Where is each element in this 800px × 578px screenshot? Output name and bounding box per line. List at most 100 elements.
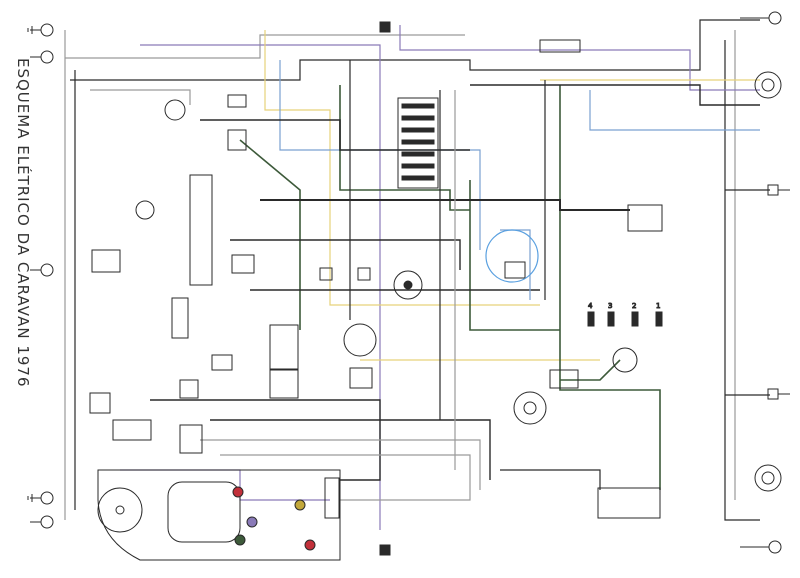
wire-yellow-1	[264, 30, 540, 306]
relay	[539, 39, 581, 53]
lamp-icon	[30, 515, 54, 529]
lamp-icon	[30, 263, 54, 277]
lamp-icon	[740, 540, 782, 554]
gauge-panel	[167, 481, 241, 543]
switch	[379, 544, 391, 556]
fuse	[401, 139, 435, 145]
ignition-switch	[164, 99, 186, 121]
spark-plug	[587, 311, 595, 327]
warning-light	[294, 499, 306, 511]
alternator-icon	[343, 323, 377, 357]
wire-green-4	[469, 180, 560, 331]
fuse	[401, 115, 435, 121]
connector	[324, 477, 340, 519]
distributor-icon	[612, 347, 638, 373]
cylinder-label: 3	[608, 302, 612, 310]
corner-lamps	[27, 11, 790, 554]
wire-green-3	[239, 139, 301, 330]
fuse-box-frame	[397, 97, 439, 189]
fuse	[401, 103, 435, 109]
relay	[231, 254, 255, 274]
fan-icon	[393, 270, 423, 300]
relay	[319, 267, 333, 281]
spark-plugs: 4 3 2 1	[587, 302, 663, 327]
coil	[549, 369, 579, 389]
components	[89, 21, 663, 556]
wire-gray-mid	[90, 89, 191, 105]
wire-black-mid6	[210, 419, 491, 480]
relay	[179, 379, 199, 399]
headlight-icon	[754, 71, 782, 99]
wire-black-mid3	[230, 239, 461, 270]
wiper-motor	[189, 174, 213, 286]
cylinder-label: 4	[588, 302, 593, 310]
fuse	[401, 175, 435, 181]
wire-gray-top	[65, 34, 465, 59]
warning-light	[232, 486, 244, 498]
relay	[269, 324, 299, 370]
wire-black-bat	[500, 469, 601, 490]
relay	[357, 267, 371, 281]
ground-icon	[27, 26, 33, 34]
horn-icon	[767, 184, 790, 196]
lamp-icon	[30, 50, 54, 64]
cylinder-label: 1	[656, 302, 660, 310]
fuse	[401, 151, 435, 157]
spark-plug	[655, 311, 663, 327]
ground-icon	[27, 494, 33, 502]
relay	[504, 261, 526, 279]
relay	[89, 392, 111, 414]
wire-green-1	[339, 85, 470, 211]
fan-icon	[403, 280, 413, 290]
wire-black-mid2	[260, 199, 630, 211]
spark-plug	[607, 311, 615, 327]
cylinder-label: 2	[632, 302, 636, 310]
relay	[349, 367, 373, 389]
relay	[269, 369, 299, 399]
relay	[227, 94, 247, 108]
cluster-outline	[97, 469, 341, 561]
wire-purple-bottom	[120, 469, 330, 501]
wire-blue-2	[589, 90, 760, 131]
motor	[627, 204, 663, 232]
spark-plug	[631, 311, 639, 327]
lamp-icon	[740, 11, 782, 25]
warning-light	[304, 539, 316, 551]
switch	[379, 21, 391, 33]
speedometer	[97, 487, 143, 533]
relay	[227, 129, 247, 151]
relay	[91, 249, 121, 273]
sensor-circle	[485, 229, 539, 283]
lamp-icon	[30, 23, 54, 37]
diagram-title: ESQUEMA ELÉTRICO DA CARAVAN 1976	[14, 58, 32, 388]
lamp-icon	[30, 491, 54, 505]
instrument-cluster	[97, 469, 341, 561]
wire-green-coil	[560, 359, 621, 381]
ignition-switch	[135, 200, 155, 220]
wire-black-mid1	[200, 119, 470, 151]
starter-icon	[513, 391, 547, 425]
wire-harness	[64, 19, 770, 530]
horn-icon	[767, 388, 790, 400]
relay	[112, 419, 152, 441]
speedometer	[115, 505, 125, 515]
wire-black-mid7	[470, 84, 760, 106]
headlight-icon	[754, 464, 782, 492]
starter-icon	[523, 401, 537, 415]
wire-gray-bottom2	[220, 454, 471, 501]
wire-purple-right	[399, 25, 760, 91]
warning-light	[234, 534, 246, 546]
fuse	[401, 163, 435, 169]
fuse-box	[397, 97, 439, 189]
wire-gray-bottom1	[200, 439, 481, 490]
wire-black-top	[70, 19, 760, 81]
relay	[211, 354, 233, 371]
battery-icon	[597, 487, 661, 519]
relay	[171, 297, 189, 339]
wire-black-right	[724, 40, 760, 521]
relay	[179, 424, 203, 454]
wire-purple-top	[140, 44, 381, 530]
fuse	[401, 127, 435, 133]
wire-green-2	[559, 85, 661, 490]
